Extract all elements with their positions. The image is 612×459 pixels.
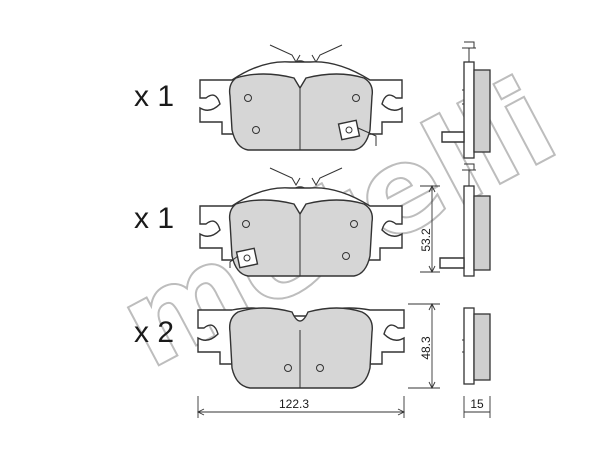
pad-front-view-1 bbox=[199, 44, 403, 151]
pad-side-view-1 bbox=[441, 41, 491, 159]
dimension-label-15: 15 bbox=[470, 397, 484, 411]
wear-sensor bbox=[229, 247, 259, 269]
pad-side-view-3 bbox=[462, 307, 491, 385]
dimension-label-122-3: 122.3 bbox=[279, 397, 309, 411]
dimension-height-with-sensor: 53.2 bbox=[419, 184, 440, 274]
dimension-height: 48.3 bbox=[408, 302, 440, 390]
dimension-label-53-2: 53.2 bbox=[419, 228, 433, 252]
dimension-label-48-3: 48.3 bbox=[419, 336, 433, 360]
wear-sensor bbox=[337, 119, 377, 146]
dimension-thickness: 15 bbox=[463, 396, 491, 418]
quantity-label-row-3: x 2 bbox=[134, 316, 174, 349]
pad-side-view-2 bbox=[439, 163, 491, 277]
quantity-label-row-1: x 1 bbox=[134, 80, 174, 113]
pad-front-view-3 bbox=[197, 307, 405, 389]
dimension-width: 122.3 bbox=[196, 396, 406, 418]
pad-front-view-2 bbox=[199, 167, 403, 277]
quantity-label-row-2: x 1 bbox=[134, 202, 174, 235]
